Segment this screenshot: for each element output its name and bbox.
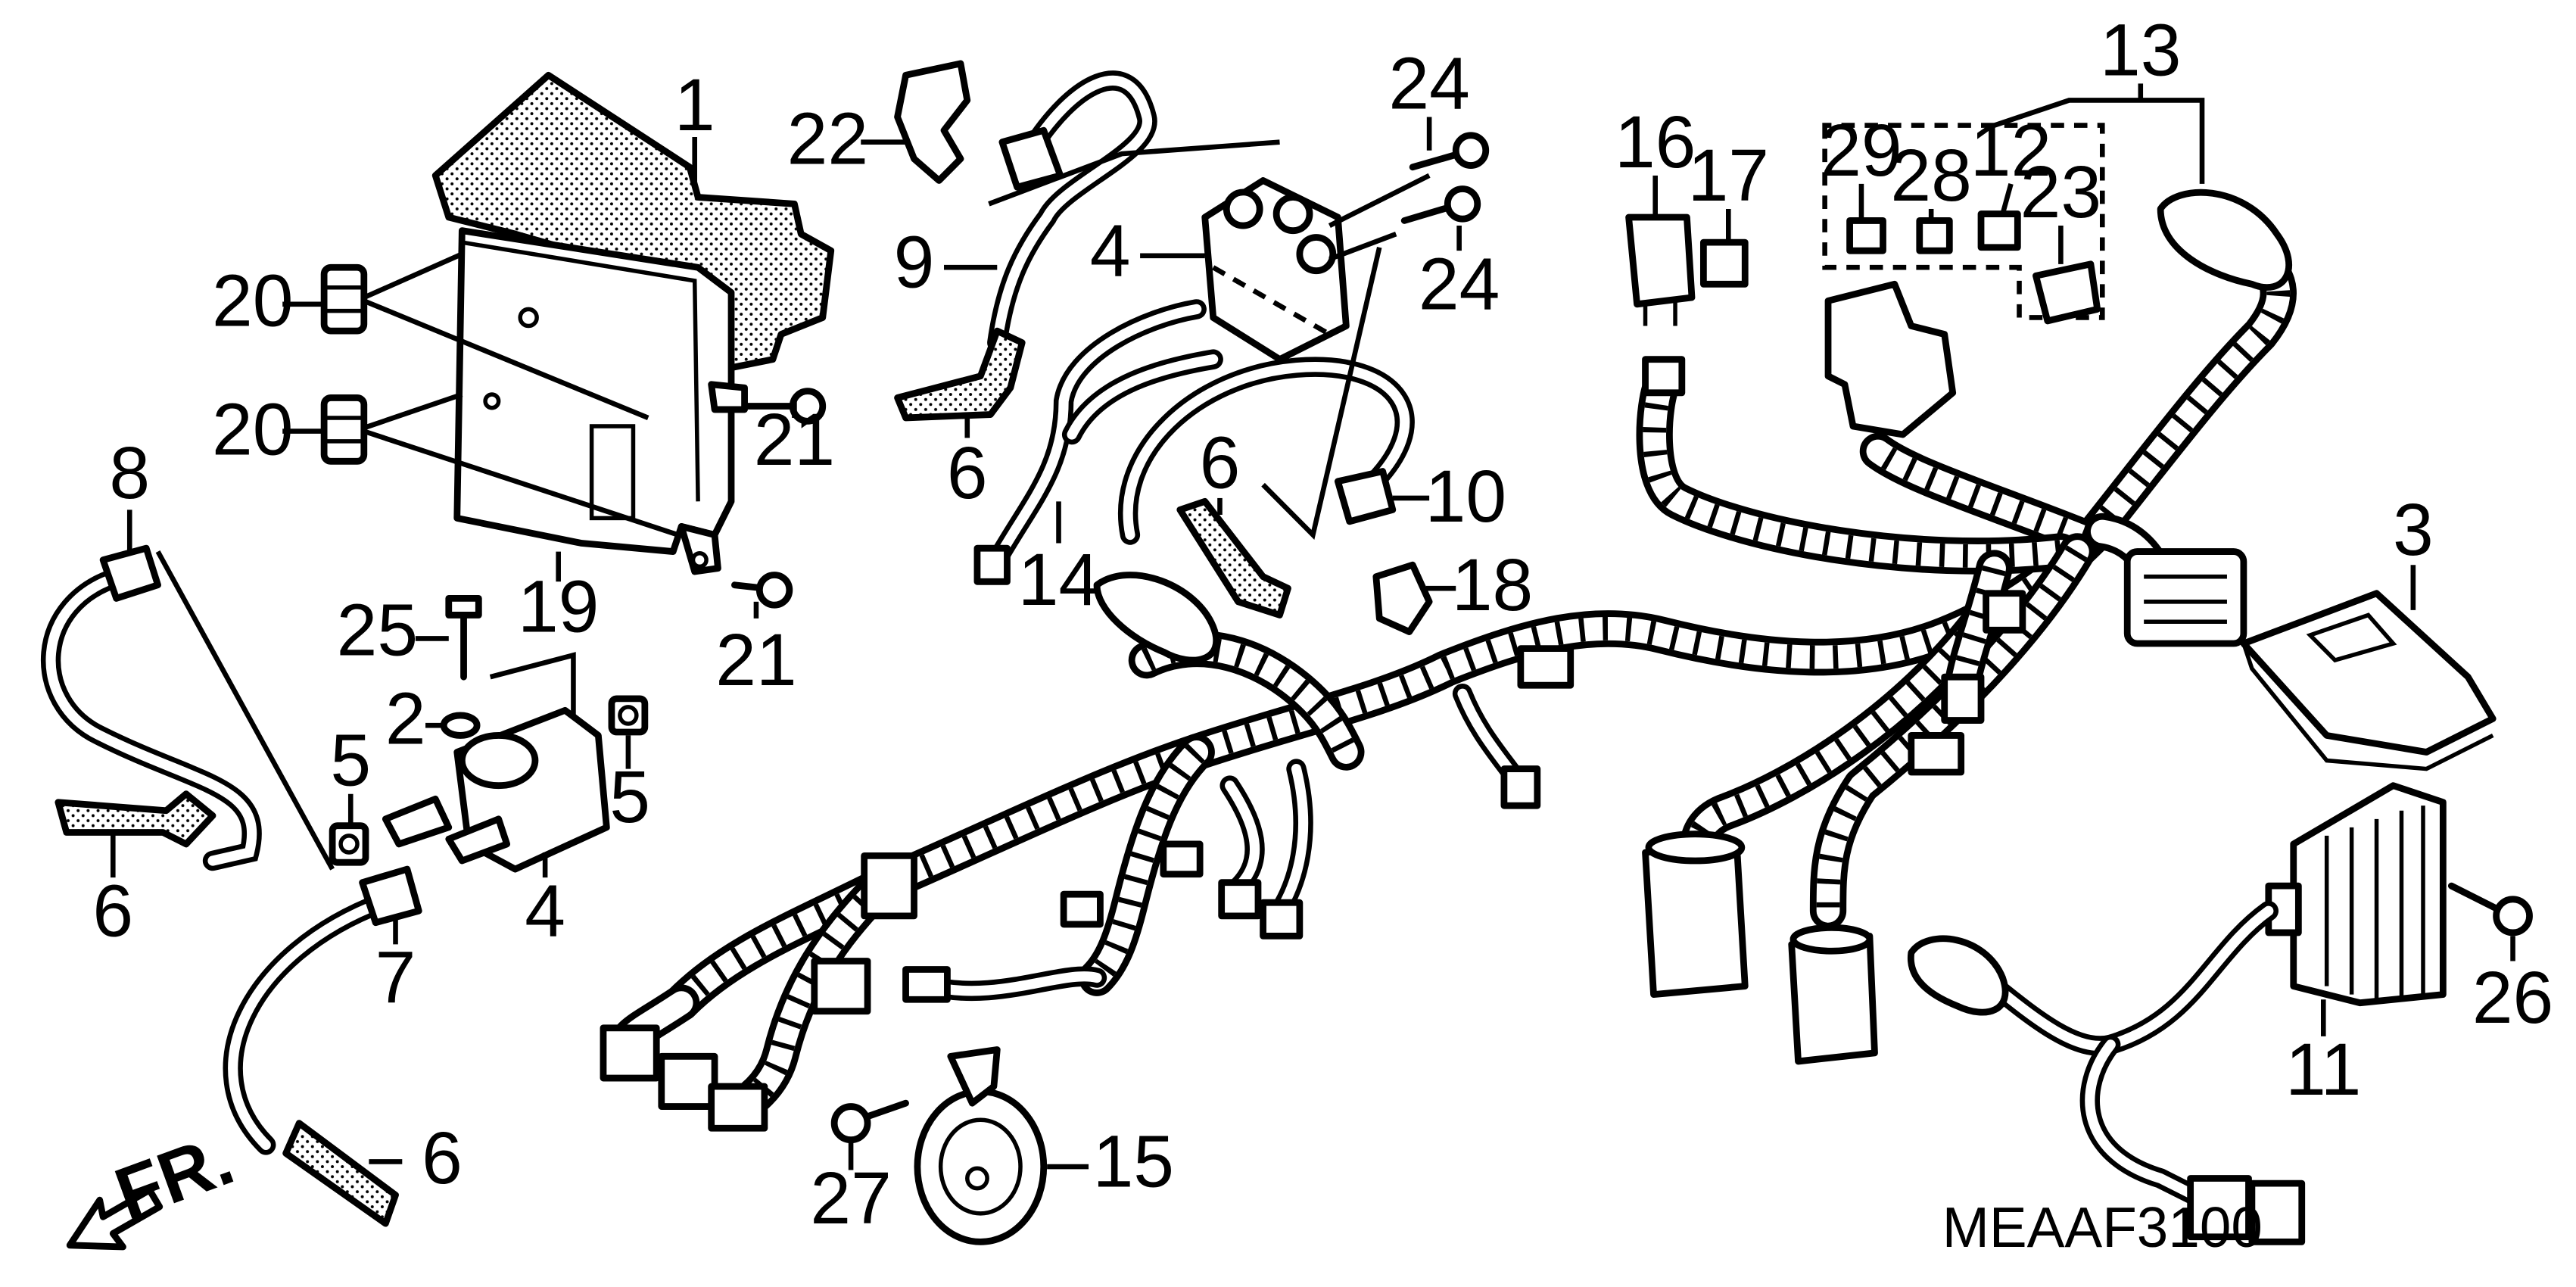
callout-2: 2 xyxy=(385,677,426,759)
front-direction-arrow-icon xyxy=(66,1186,164,1251)
callout-23: 23 xyxy=(2020,151,2101,233)
part-25-bolt xyxy=(445,594,482,681)
callout-11: 11 xyxy=(2285,1028,2361,1111)
callout-4-upper: 4 xyxy=(1090,209,1131,291)
part-2-washer xyxy=(440,712,481,739)
callout-9: 9 xyxy=(894,220,935,303)
part-12-fuse xyxy=(1977,210,2021,251)
part-7-cable xyxy=(223,865,422,1155)
part-17-connector xyxy=(1699,238,1749,288)
callout-25: 25 xyxy=(337,588,418,671)
callout-6-middle: 6 xyxy=(947,432,988,514)
callout-8: 8 xyxy=(109,432,150,514)
callout-10: 10 xyxy=(1425,455,1506,538)
part-14-wire xyxy=(973,299,1223,585)
callout-20-lower: 20 xyxy=(212,388,293,470)
part-20-rubber-mount-upper xyxy=(320,251,649,421)
part-27-bolt xyxy=(830,1099,909,1144)
callout-29: 29 xyxy=(1821,109,1902,192)
part-15-horn xyxy=(914,1046,1048,1245)
callout-6-center: 6 xyxy=(1200,421,1241,503)
main-wire-harness xyxy=(613,232,2297,1130)
part-6-boot-left xyxy=(55,790,216,848)
part-6-boot-bottom xyxy=(282,1120,399,1227)
callout-20-upper: 20 xyxy=(212,259,293,341)
callout-5-right: 5 xyxy=(609,756,650,838)
battery-bottle-left xyxy=(1642,830,1749,999)
callout-12: 12 xyxy=(1970,109,2051,192)
callout-4-lower: 4 xyxy=(525,869,565,952)
part-5-nut-left xyxy=(329,822,369,866)
battery-bottle-right xyxy=(1788,924,1878,1065)
callout-16: 16 xyxy=(1615,101,1696,183)
callout-28: 28 xyxy=(1890,134,1971,217)
callout-7: 7 xyxy=(375,936,416,1018)
part-3-module xyxy=(2240,590,2497,771)
part-24-bolt-upper xyxy=(1409,132,1490,171)
callout-17: 17 xyxy=(1688,134,1769,217)
part-9-cable xyxy=(987,70,1280,353)
callout-18: 18 xyxy=(1452,544,1533,626)
callout-15: 15 xyxy=(1093,1120,1174,1202)
part-26-bolt xyxy=(2447,882,2533,936)
part-16-relay xyxy=(1625,213,1696,326)
harness-boot-left xyxy=(1093,572,1220,664)
callout-6-left: 6 xyxy=(92,869,133,952)
part-21-bolt-lower xyxy=(731,572,793,609)
callout-24-upper: 24 xyxy=(1388,42,1469,124)
part-4-solenoid-upper xyxy=(1201,173,1431,363)
callout-24-lower: 24 xyxy=(1419,242,1500,325)
callout-labels: 1 20 20 21 21 19 8 6 25 2 5 5 4 7 6 22 9 xyxy=(92,8,2553,1259)
part-29-fuse xyxy=(1846,217,1886,254)
callout-13: 13 xyxy=(2100,8,2181,91)
callout-26: 26 xyxy=(2472,956,2553,1039)
part-6-boot-center xyxy=(1176,497,1291,619)
part-5-nut-right xyxy=(608,695,649,736)
callout-21-lower: 21 xyxy=(715,619,796,701)
callout-5-left: 5 xyxy=(330,718,371,801)
part-28-fuse xyxy=(1916,217,1953,254)
part-19-control-unit xyxy=(453,227,748,575)
callout-1: 1 xyxy=(674,64,715,146)
part-18-clip xyxy=(1372,561,1433,635)
part-22-clamp xyxy=(894,60,971,184)
harness-connector-group-left xyxy=(600,356,2026,1132)
callout-22: 22 xyxy=(787,97,868,179)
callout-14: 14 xyxy=(1018,538,1099,621)
part-13-fuse-box-group xyxy=(1822,98,2292,647)
part-23-fuse-holder xyxy=(2032,260,2101,325)
callout-3: 3 xyxy=(2393,488,2434,571)
part-11-regulator-rectifier xyxy=(1907,782,2447,1245)
callout-27: 27 xyxy=(810,1157,891,1239)
diagram-code: MEAAF3100 xyxy=(1942,1195,2263,1259)
part-4-solenoid-lower xyxy=(382,652,610,873)
part-24-bolt-lower xyxy=(1400,185,1481,224)
part-10-cable xyxy=(1118,247,1415,545)
part-8-cable xyxy=(40,544,335,871)
part-6-boot-middle xyxy=(894,327,1026,422)
callout-6-bottom: 6 xyxy=(422,1117,463,1199)
